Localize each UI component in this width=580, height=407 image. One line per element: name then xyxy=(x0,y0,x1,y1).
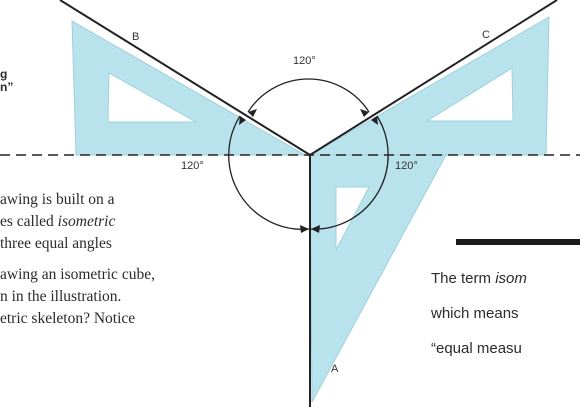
arrowhead-top-right xyxy=(360,109,369,117)
label-b: B xyxy=(132,31,139,43)
angle-arc-left xyxy=(228,115,310,230)
arrowhead-right-upper xyxy=(371,116,378,125)
angle-label-top: 120° xyxy=(293,55,316,67)
margin-heading-fragment-2: n” xyxy=(0,80,14,94)
axis-line-left xyxy=(59,0,311,156)
angle-arc-right xyxy=(310,115,389,230)
sidebar-rule xyxy=(456,239,580,245)
sidebar-line-2: which means xyxy=(431,305,519,322)
label-c: C xyxy=(482,29,490,41)
triangle-c xyxy=(308,16,550,156)
arrowhead-bottom-left xyxy=(300,225,309,233)
axis-line-right xyxy=(309,0,558,156)
body-line-3: three equal angles xyxy=(0,235,112,252)
angle-label-right: 120° xyxy=(395,160,418,172)
body-line-4: awing an isometric cube, xyxy=(0,266,155,283)
triangle-b xyxy=(71,20,307,156)
arrowhead-top-left xyxy=(248,109,257,117)
label-a: A xyxy=(331,363,339,375)
sidebar-line-1: The term isom xyxy=(431,270,527,287)
angle-label-left: 120° xyxy=(181,160,204,172)
angle-arc-top xyxy=(247,78,370,113)
arrowhead-left-upper xyxy=(239,116,246,125)
body-line-1: awing is built on a xyxy=(0,191,115,208)
body-line-2: es called isometric xyxy=(0,213,116,230)
sidebar-line-3: “equal measu xyxy=(431,340,522,357)
body-line-5: n in the illustration. xyxy=(0,288,122,305)
margin-heading-fragment-1: g xyxy=(0,67,8,81)
arrowhead-bottom-right xyxy=(311,225,320,233)
body-line-6: etric skeleton? Notice xyxy=(0,310,136,327)
